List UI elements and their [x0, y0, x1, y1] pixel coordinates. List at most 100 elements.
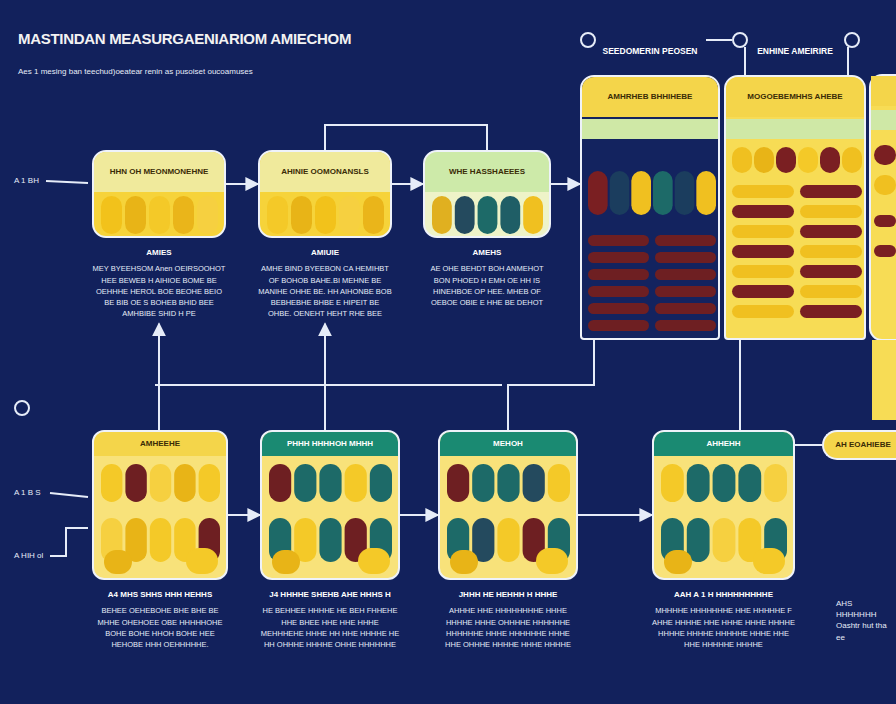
column-panel: ENHINE AMEIRIREMOGOEBEMHHS AHEBE	[724, 28, 866, 340]
header-area: AHHEHH	[654, 432, 793, 456]
box-outline: AHHEHH	[652, 430, 795, 580]
box-heading: AMHRHEB BHHIHEBE	[608, 92, 693, 102]
text-area: AMIUIEAMHE BIND BYEEBON CA HEMIHBT OF BO…	[258, 248, 392, 320]
header-area: AMHEEHE	[94, 432, 226, 456]
capsule	[738, 464, 761, 502]
box-description: AHHHE HHE HHHHHHHHE HHHE HHHHE HHHE OHHH…	[438, 605, 578, 650]
capsule	[874, 175, 896, 195]
capsule	[842, 147, 862, 173]
capsule	[800, 185, 862, 198]
box-caption: AMIUIE	[258, 248, 392, 258]
process-box: AHINIE OOMONANSLS AMIUIEAMHE BIND BYEEBON…	[258, 150, 392, 320]
heading-area: ENHINE AMEIRIRE	[724, 28, 866, 75]
capsule	[174, 464, 195, 502]
capsule	[800, 305, 862, 318]
capsule	[732, 147, 752, 173]
text-area: AMIES MEY BYEEHSOM Anen OEIRSOOHOT HEE BE…	[92, 248, 226, 320]
capsule	[588, 286, 649, 297]
header-band	[425, 152, 551, 192]
header-band	[582, 77, 720, 117]
capsule-art	[582, 77, 720, 340]
capsule-art	[726, 77, 866, 340]
capsule	[455, 196, 475, 234]
capsule	[874, 215, 896, 227]
capsule	[588, 171, 608, 215]
header-band	[260, 152, 392, 192]
capsule	[548, 464, 570, 502]
column-panel: SEEDOMERIN PEOSEN AMHRHEB BHHIHEBE	[580, 28, 720, 340]
box-outline: AMHEEHE	[92, 430, 228, 580]
capsule	[732, 185, 794, 198]
capsule	[370, 464, 392, 502]
capsule	[291, 196, 312, 234]
box-heading: AHINIE OOMONANSLS	[281, 167, 369, 177]
capsule	[478, 196, 498, 234]
note-label: Aes 1 mesing ban teechud)oeatear renin a…	[18, 66, 258, 77]
capsule	[269, 464, 291, 502]
header-area: WHE HASSHAEEES	[425, 152, 549, 192]
text-area: A4 MHS SHHS HHH HEHHSBEHEE OEHEBOHE BHE …	[92, 590, 228, 650]
capsule	[800, 245, 862, 258]
capsule	[267, 196, 288, 234]
capsule	[497, 518, 519, 562]
capsule	[497, 464, 519, 502]
box-heading: HHN OH MEONMONEHNE	[110, 167, 209, 177]
box-caption: AMIES	[92, 248, 226, 258]
capsule	[687, 464, 710, 502]
box-outline: WHE HASSHAEEES	[423, 150, 551, 238]
leader-line	[706, 39, 732, 41]
connector	[228, 514, 260, 516]
capsule	[661, 464, 684, 502]
connector	[400, 514, 438, 516]
capsule	[655, 269, 716, 280]
capsule-art	[94, 432, 228, 580]
box-outline: AH EOAHIEBE	[822, 430, 896, 460]
marker-circle	[845, 33, 859, 47]
capsule	[500, 196, 520, 234]
connector	[226, 183, 258, 185]
capsule	[125, 196, 146, 234]
header-area: HHN OH MEONMONEHNE	[94, 152, 224, 192]
capsule	[588, 303, 649, 314]
cut-column	[870, 75, 896, 340]
box-description: BEHEE OEHEBOHE BHE BHE BE MHHE OHEHOEE O…	[92, 605, 228, 650]
header-band	[94, 152, 226, 192]
connector	[392, 183, 423, 185]
capsule	[588, 252, 649, 263]
connector	[578, 514, 652, 516]
heading-area: SEEDOMERIN PEOSEN	[580, 28, 720, 75]
capsule	[732, 205, 794, 218]
capsule	[732, 305, 794, 318]
capsule	[447, 464, 469, 502]
header-area: PHHH HHHHOH MHHH	[262, 432, 398, 456]
capsule	[358, 548, 390, 574]
box-caption: AAH A 1 H HHHHHHHHHE	[652, 590, 795, 600]
box-caption: JHHH HE HEHHH H HHHE	[438, 590, 578, 600]
box-description: MEY BYEEHSOM Anen OEIRSOOHOT HEE BEWEB H…	[92, 263, 226, 319]
capsule	[294, 464, 316, 502]
capsule	[197, 196, 218, 234]
capsule	[588, 269, 649, 280]
box-description: AE OHE BEHDT BOH ANMEHOT BON PHOED H EMH…	[423, 263, 551, 308]
cut-column-band	[871, 110, 896, 130]
box-caption: AMEHS	[423, 248, 551, 258]
connector	[551, 183, 580, 185]
header-band	[262, 432, 400, 456]
text-area: AMEHS AE OHE BEHDT BOH ANMEHOT BON PHOED …	[423, 248, 551, 308]
capsule	[732, 285, 794, 298]
marker-circle	[15, 401, 29, 415]
capsule	[631, 171, 651, 215]
process-box: WHE HASSHAEEES AMEHS AE OHE BEHDT BOH ANME…	[423, 150, 551, 308]
capsule	[588, 235, 649, 246]
process-box: MEHOH JHHH HE HEHHH H HHHE AHHHE HHE HHHHH…	[438, 430, 578, 650]
capsule	[800, 225, 862, 238]
header-area: MOGOEBEMHHS AHEBE	[726, 77, 864, 117]
text-area: JHHH HE HEHHH H HHHE AHHHE HHE HHHHHHHHE …	[438, 590, 578, 650]
capsule	[150, 518, 171, 562]
box-heading: WHE HASSHAEEES	[449, 167, 525, 177]
box-outline: MOGOEBEMHHS AHEBE	[724, 75, 866, 340]
header-area: AMHRHEB BHHIHEBE	[582, 77, 718, 117]
capsule	[764, 464, 787, 502]
header-area: MEHOH	[440, 432, 576, 456]
